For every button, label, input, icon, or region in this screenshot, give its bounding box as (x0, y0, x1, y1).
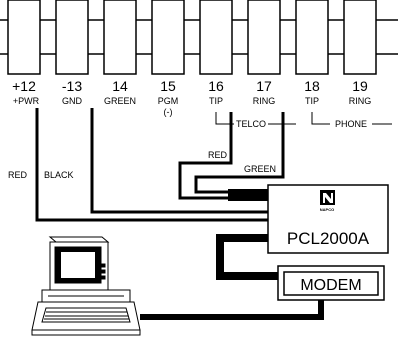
telco-bracket (215, 112, 234, 125)
modem-label: MODEM (300, 277, 361, 294)
black-wire (90, 108, 268, 214)
tip-wire-label: RED (208, 150, 228, 160)
phone-group-label: PHONE (335, 119, 367, 129)
terminal-strip (0, 0, 398, 75)
modem-box: MODEM (277, 265, 385, 301)
terminal-number-1: +12 (12, 78, 36, 94)
terminal-label-8: RING (349, 96, 372, 106)
terminal-block-6 (247, 0, 281, 75)
terminal-block-1 (7, 0, 41, 75)
red-wire (35, 108, 268, 222)
terminal-number-8: 19 (352, 78, 368, 94)
terminal-number-6: 17 (256, 78, 272, 94)
terminal-block-2 (55, 0, 89, 75)
telco-group-label: TELCO (236, 119, 266, 129)
tip-wire (178, 112, 233, 200)
phone-bracket (311, 112, 330, 125)
terminal-number-2: -13 (62, 78, 82, 94)
pcl2000a-box: NAPCO PCL2000A (267, 184, 389, 254)
black-wire-label: BLACK (44, 170, 74, 180)
computer-icon (31, 236, 141, 336)
terminal-block-8 (343, 0, 377, 75)
left-red-wire-label: RED (8, 170, 28, 180)
pcl2000a-label: PCL2000A (287, 229, 370, 248)
napco-logo-icon: NAPCO (320, 190, 335, 212)
terminal-label-2: GND (62, 96, 83, 106)
modem-pc-cable (140, 300, 324, 320)
terminal-number-3: 14 (112, 78, 128, 94)
terminal-label-1: +PWR (13, 96, 40, 106)
terminal-block-3 (103, 0, 137, 75)
terminal-number-5: 16 (208, 78, 224, 94)
terminal-label-7: TIP (305, 96, 319, 106)
pcl-modem-cable (216, 234, 280, 280)
ring-wire (194, 112, 285, 194)
terminal-number-4: 15 (160, 78, 176, 94)
telco-wire-connector (228, 189, 270, 201)
ring-wire-label: GREEN (244, 164, 276, 174)
terminal-label-3: GREEN (104, 96, 136, 106)
terminal-block-7 (295, 0, 329, 75)
terminal-sublabel-4: (-) (164, 107, 173, 117)
terminal-block-4 (151, 0, 185, 75)
terminal-number-7: 18 (304, 78, 320, 94)
terminal-label-4: PGM (158, 96, 179, 106)
terminal-block-5 (199, 0, 233, 75)
napco-logo-text: NAPCO (320, 207, 334, 212)
terminal-label-5: TIP (209, 96, 223, 106)
terminal-label-6: RING (253, 96, 276, 106)
